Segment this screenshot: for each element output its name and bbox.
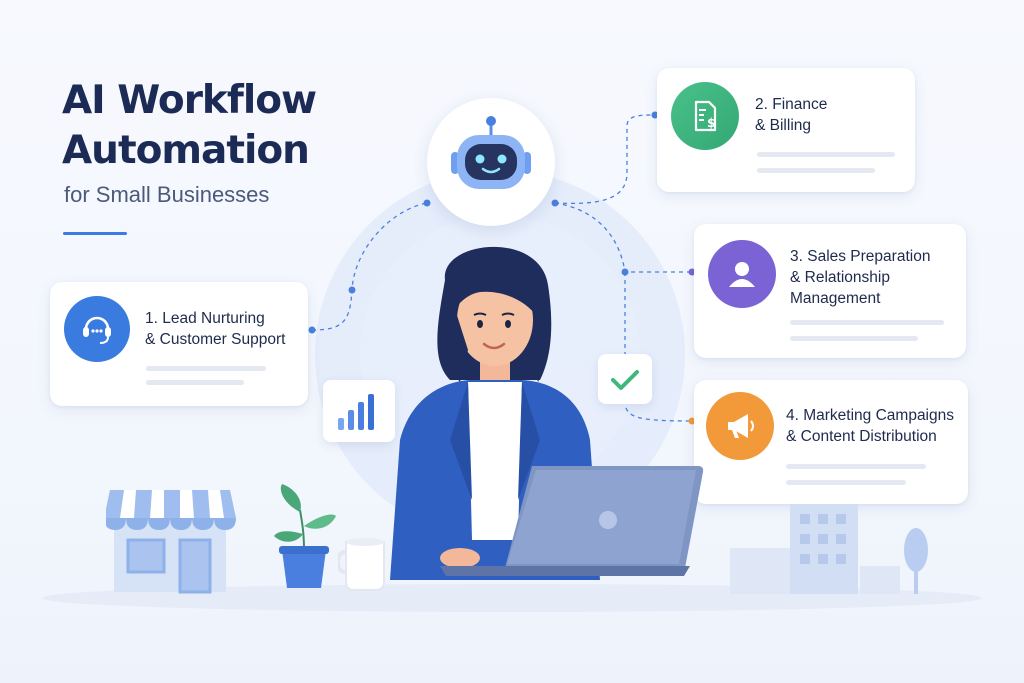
- placeholder-bar: [757, 168, 875, 173]
- bar-chart-icon: [338, 394, 374, 430]
- workflow-label-1-line-2: & Customer Support: [145, 331, 286, 348]
- invoice-dollar-icon: $: [671, 82, 739, 150]
- city-buildings-icon: [730, 504, 928, 594]
- potted-plant-icon: [274, 484, 336, 588]
- workflow-card-finance[interactable]: $ 2. Finance & Billing: [657, 68, 915, 192]
- workflow-label-3-line-3: Management: [790, 290, 881, 307]
- placeholder-bar: [757, 152, 895, 157]
- robot-badge: [427, 98, 555, 226]
- workflow-label-3-line-1: 3. Sales Preparation: [790, 248, 931, 265]
- robot-icon: [451, 116, 531, 189]
- headset-chat-icon: [64, 296, 130, 362]
- placeholder-bar: [790, 336, 918, 341]
- placeholder-bar: [146, 366, 266, 371]
- svg-text:$: $: [707, 116, 715, 130]
- title-underline: [63, 232, 127, 235]
- workflow-card-marketing[interactable]: 4. Marketing Campaigns & Content Distrib…: [694, 380, 968, 504]
- title-line-2: Automation: [62, 128, 310, 173]
- workflow-label-3-line-2: & Relationship: [790, 269, 890, 286]
- workflow-label-4-line-1: 4. Marketing Campaigns: [786, 407, 954, 424]
- placeholder-bar: [786, 464, 926, 469]
- workflow-label-1-line-1: 1. Lead Nurturing: [145, 310, 265, 327]
- workflow-label-2: 2. Finance & Billing: [755, 94, 827, 136]
- placeholder-bar: [786, 480, 906, 485]
- checkmark-badge: [598, 354, 652, 404]
- workflow-card-lead-nurturing[interactable]: 1. Lead Nurturing & Customer Support: [50, 282, 308, 406]
- workflow-label-4: 4. Marketing Campaigns & Content Distrib…: [786, 405, 954, 447]
- checkmark-icon: [611, 370, 639, 390]
- workflow-card-sales-preparation[interactable]: 3. Sales Preparation & Relationship Mana…: [694, 224, 966, 358]
- placeholder-bar: [790, 320, 944, 325]
- coffee-mug-icon: [338, 538, 385, 591]
- laptop-icon: [440, 466, 704, 576]
- workflow-label-3: 3. Sales Preparation & Relationship Mana…: [790, 246, 930, 309]
- page-subtitle: for Small Businesses: [64, 182, 270, 207]
- storefront-icon: [106, 490, 236, 594]
- workflow-label-2-line-1: 2. Finance: [755, 96, 828, 113]
- workflow-label-4-line-2: & Content Distribution: [786, 428, 937, 445]
- page-title: AI Workflow Automation: [62, 76, 317, 176]
- megaphone-icon: [706, 392, 774, 460]
- workflow-label-1: 1. Lead Nurturing & Customer Support: [145, 308, 285, 350]
- workflow-label-2-line-2: & Billing: [755, 117, 811, 134]
- bar-chart-badge: [323, 380, 395, 442]
- user-profile-icon: [708, 240, 776, 308]
- title-line-1: AI Workflow: [62, 78, 317, 123]
- placeholder-bar: [146, 380, 244, 385]
